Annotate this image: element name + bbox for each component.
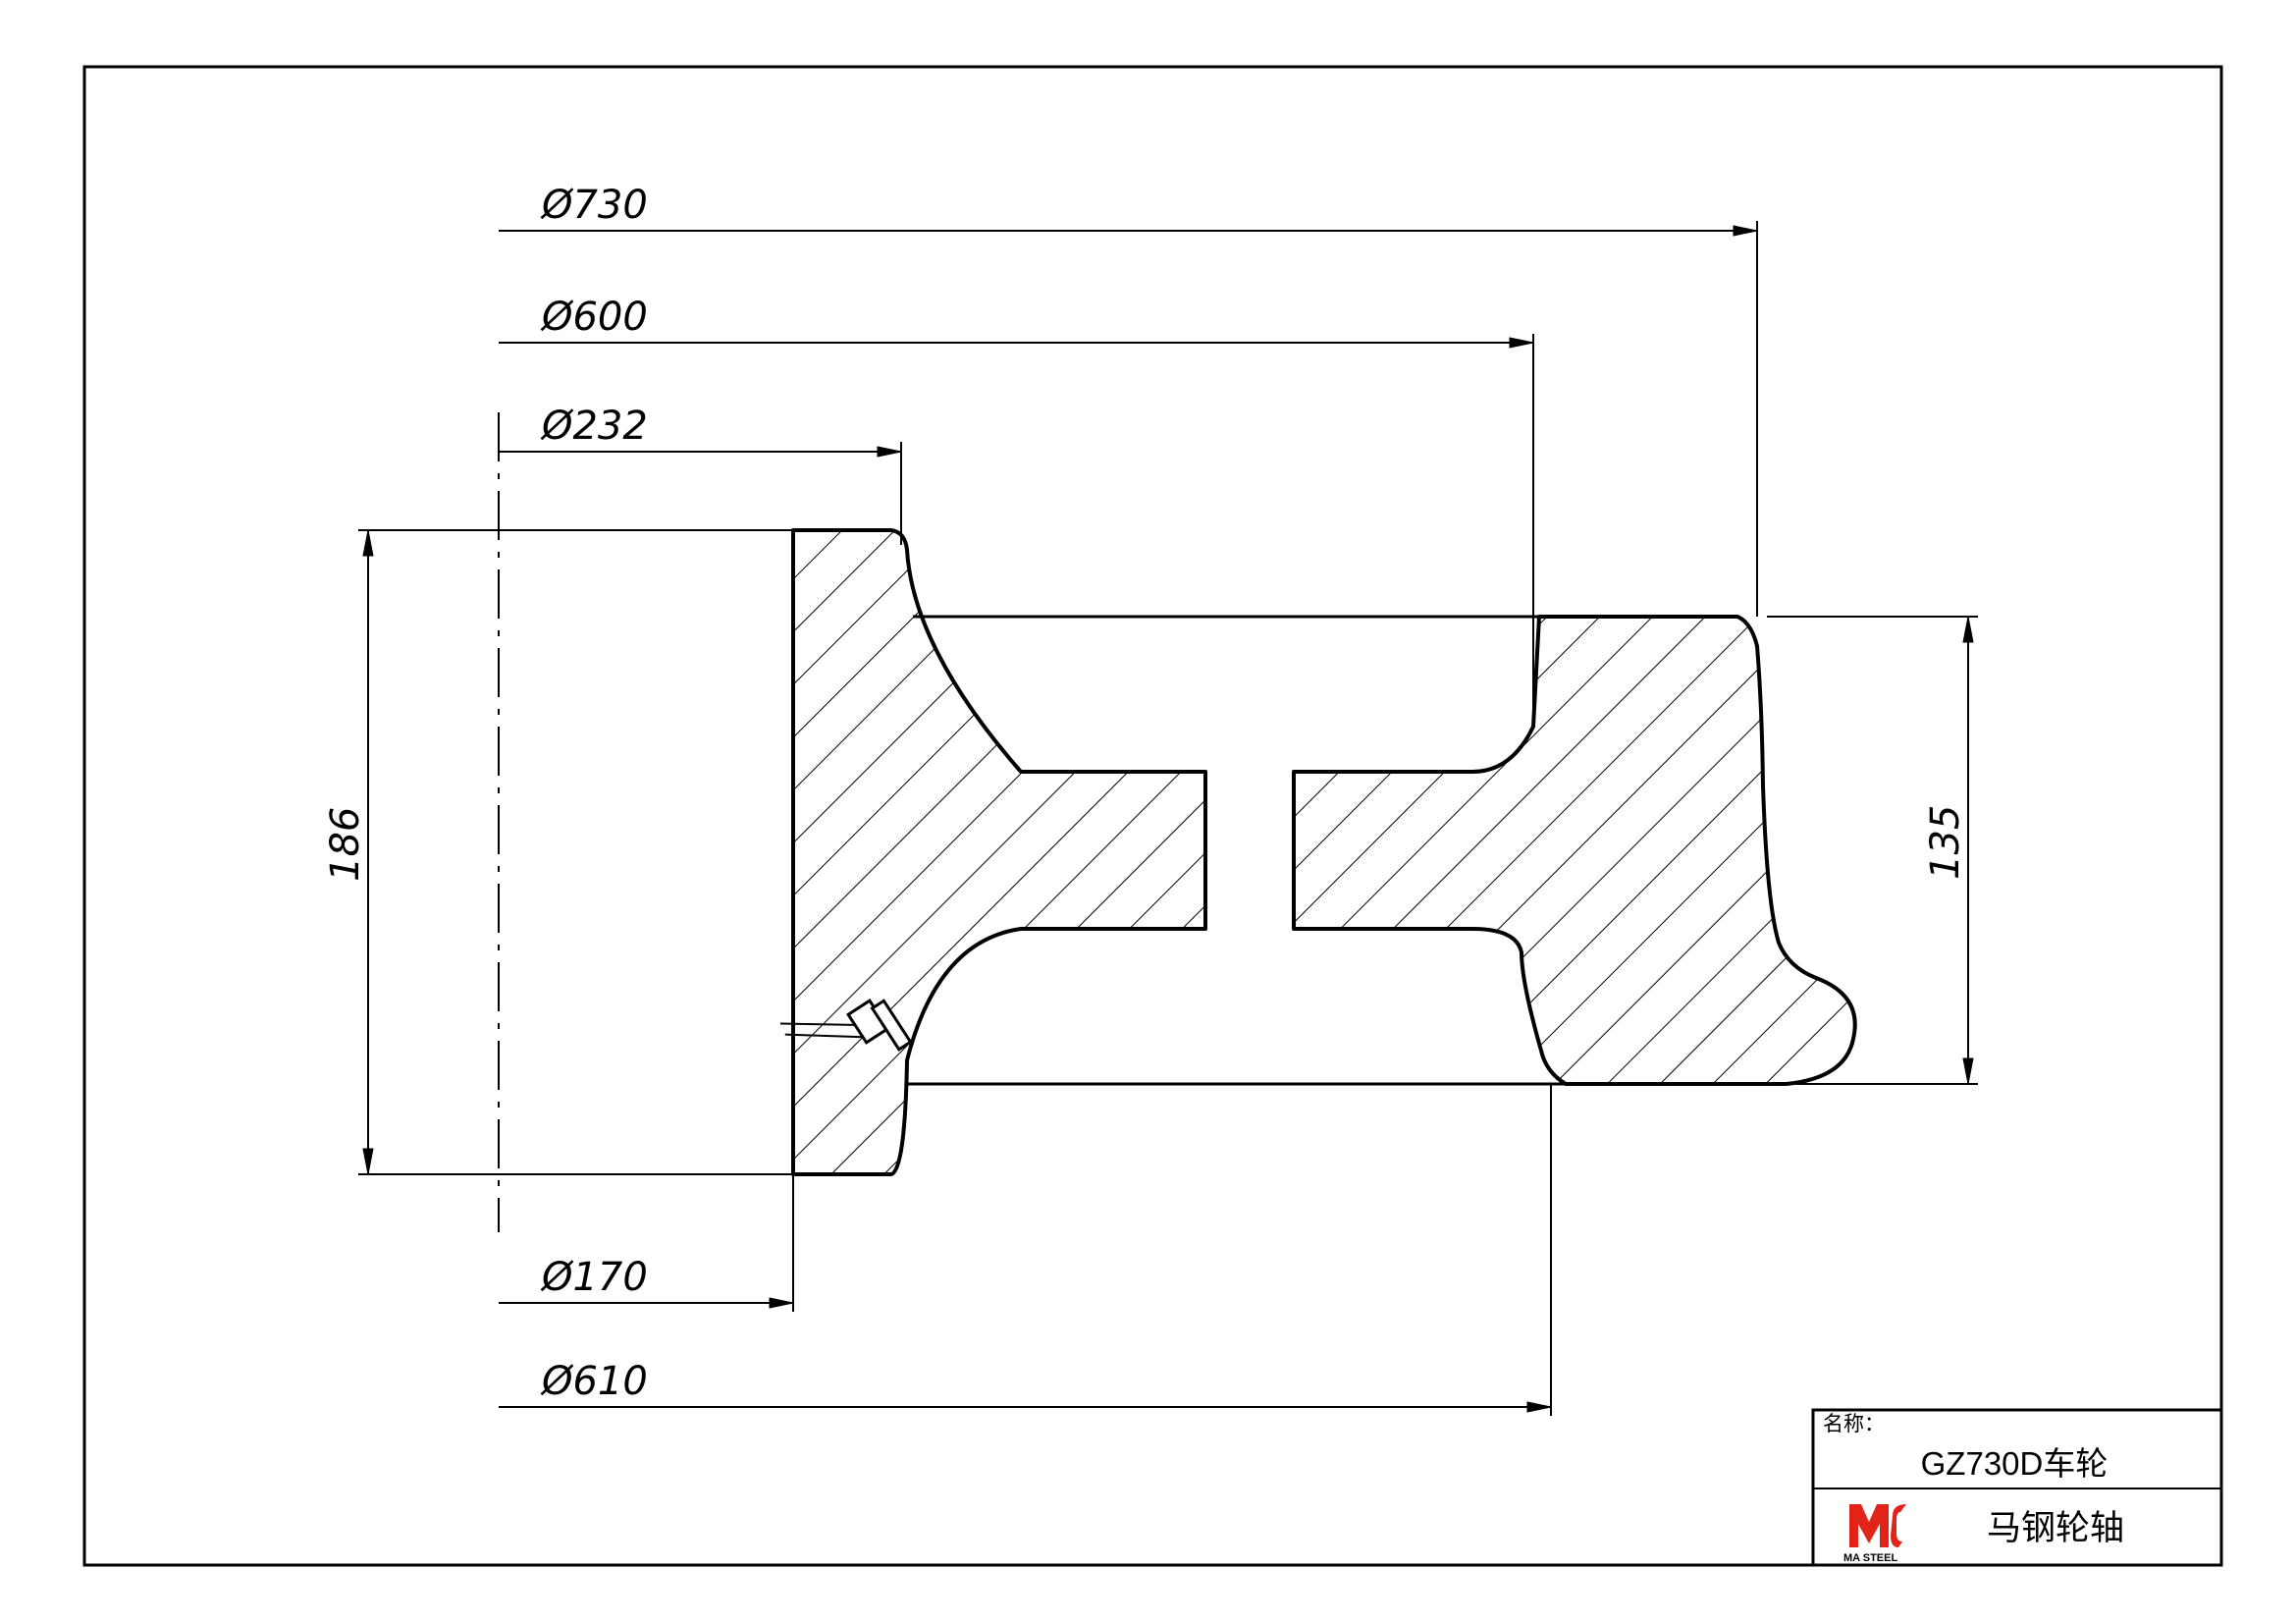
dimension-lines — [358, 221, 1978, 1416]
dim-dia-170: Ø170 — [540, 1255, 648, 1300]
dim-dia-610: Ø610 — [540, 1359, 648, 1404]
dim-height-135: 135 — [1923, 805, 1968, 880]
title-block: 名称： GZ730D车轮 MA STEEL 马钢轮轴 — [1811, 1408, 2223, 1567]
masteel-logo: MA STEEL — [1843, 1504, 1906, 1564]
title-block-part-name: GZ730D车轮 — [1921, 1445, 2109, 1482]
dim-dia-600: Ø600 — [540, 295, 648, 340]
dim-height-186: 186 — [323, 807, 368, 882]
drawing-frame — [82, 65, 2223, 1567]
rim-section — [1292, 615, 1857, 1086]
wheel-section — [779, 528, 1857, 1176]
title-block-name-label: 名称： — [1823, 1412, 1885, 1435]
dim-dia-232: Ø232 — [540, 404, 648, 449]
hub-section — [791, 528, 1207, 1176]
title-block-company: 马钢轮轴 — [1987, 1509, 2124, 1548]
dim-dia-730: Ø730 — [540, 183, 648, 228]
grease-fitting — [779, 999, 913, 1052]
logo-text: MA STEEL — [1843, 1552, 1897, 1564]
